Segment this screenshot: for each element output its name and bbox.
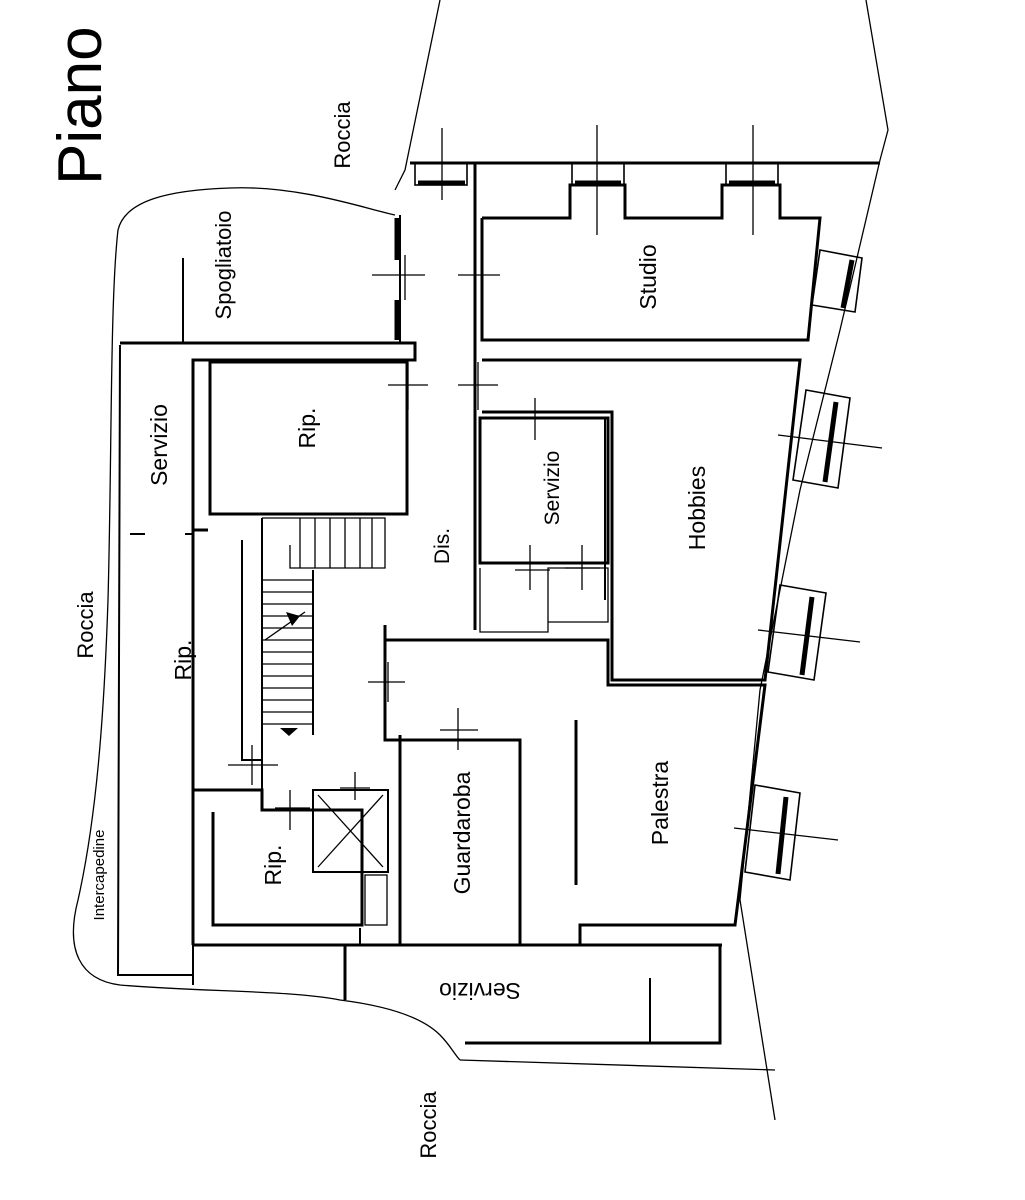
label-roccia-left: Roccia bbox=[73, 591, 98, 659]
room-label-servizio-center: Servizio bbox=[541, 451, 564, 526]
room-label-servizio-bottom: Servizio bbox=[439, 978, 521, 1004]
site-boundary bbox=[394, 0, 889, 1121]
room-label-studio: Studio bbox=[635, 244, 661, 309]
label-intercapedine: Intercapedine bbox=[91, 830, 108, 921]
plan-title: Piano bbox=[46, 26, 115, 185]
opening-marks bbox=[228, 125, 883, 841]
room-label-rip-lower: Rip. bbox=[260, 845, 286, 886]
label-roccia-bottom: Roccia bbox=[416, 1091, 441, 1159]
windows bbox=[130, 162, 863, 881]
rock-wall-outline bbox=[72, 187, 461, 1061]
room-label-hobbies: Hobbies bbox=[684, 466, 710, 550]
room-label-rip-left: Rip. bbox=[170, 640, 196, 681]
walls bbox=[120, 161, 880, 1071]
intercapedine-inner-wall bbox=[116, 344, 192, 976]
room-label-servizio-left: Servizio bbox=[146, 404, 172, 486]
room-label-spogliatoio: Spogliatoio bbox=[211, 211, 236, 320]
room-label-dis: Dis. bbox=[431, 528, 454, 564]
room-label-palestra: Palestra bbox=[647, 761, 673, 846]
label-roccia-top: Roccia bbox=[330, 101, 355, 169]
room-label-rip-upper: Rip. bbox=[294, 408, 320, 449]
room-label-guardaroba: Guardaroba bbox=[449, 771, 475, 894]
stair-treads bbox=[262, 518, 373, 736]
